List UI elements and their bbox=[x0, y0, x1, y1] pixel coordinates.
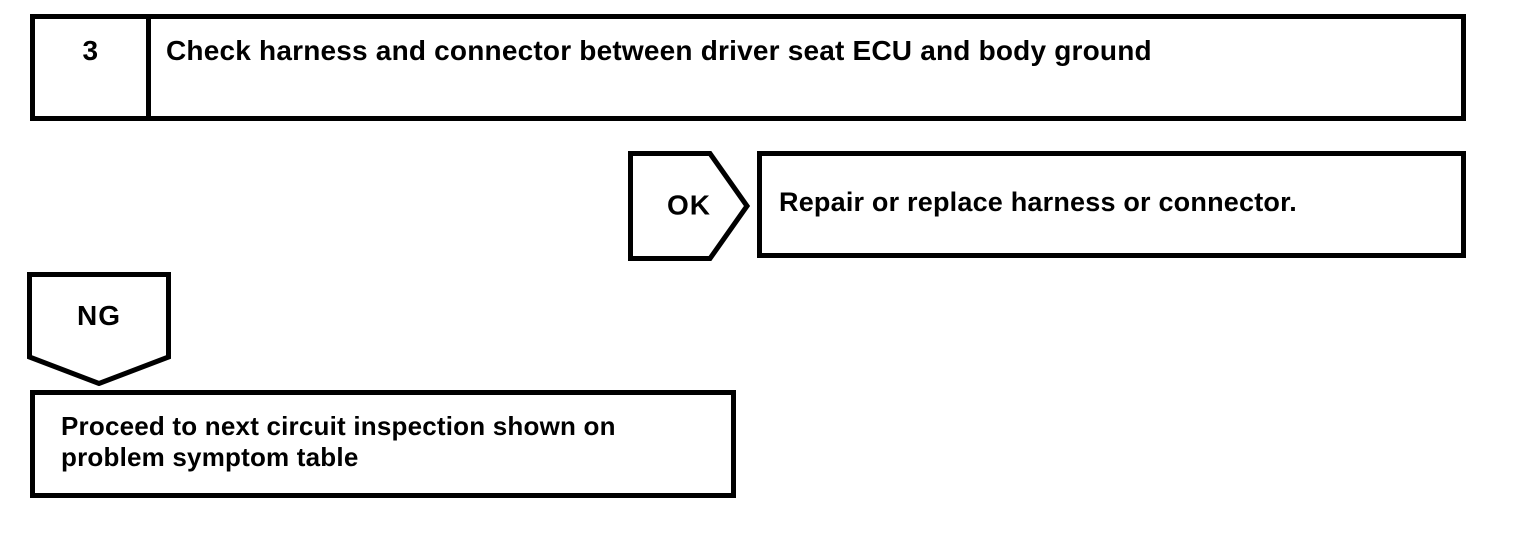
ng-label: NG bbox=[77, 300, 121, 331]
ok-action-box: Repair or replace harness or connector. bbox=[757, 151, 1466, 258]
ng-action-text: Proceed to next circuit inspection shown… bbox=[61, 411, 616, 472]
ng-connector: NG bbox=[27, 272, 171, 386]
ok-label: OK bbox=[667, 189, 711, 221]
ok-pentagon-right-arrow-shape bbox=[628, 151, 750, 261]
ng-pentagon-down-arrow-shape bbox=[27, 272, 171, 386]
ng-action-box: Proceed to next circuit inspection shown… bbox=[30, 390, 736, 498]
step-title: Check harness and connector between driv… bbox=[166, 35, 1152, 66]
step-number: 3 bbox=[35, 19, 151, 116]
ok-connector: OK bbox=[628, 151, 750, 261]
step-header-box: 3 Check harness and connector between dr… bbox=[30, 14, 1466, 121]
ok-action-text: Repair or replace harness or connector. bbox=[779, 187, 1297, 217]
